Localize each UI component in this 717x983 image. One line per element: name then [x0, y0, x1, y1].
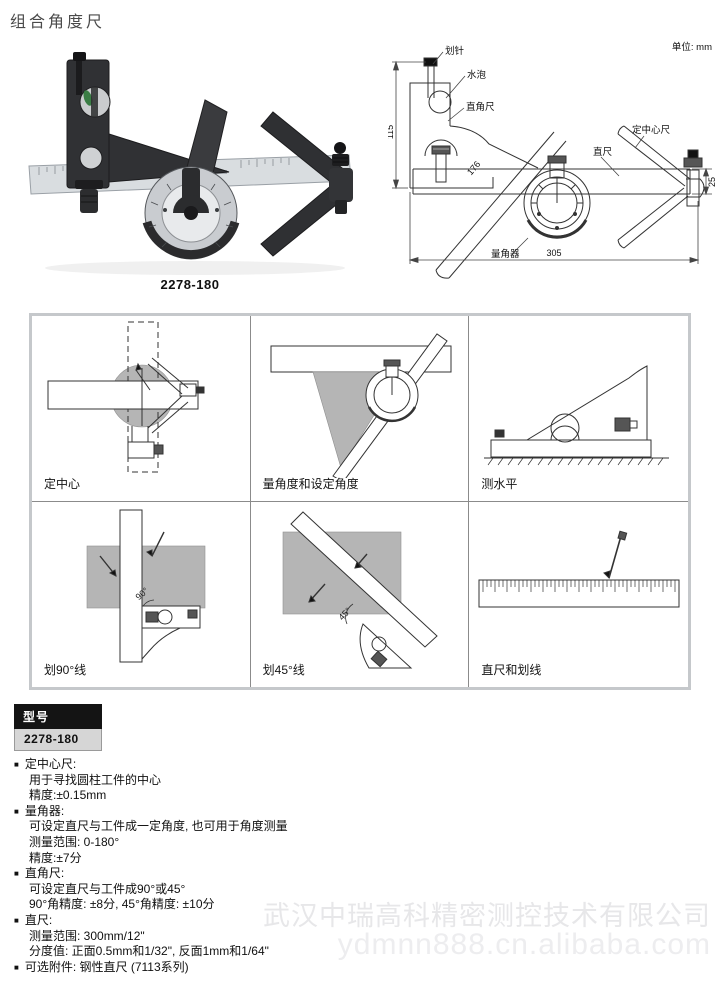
dim-305: 305: [546, 248, 561, 258]
model-table: 型号 2278-180: [14, 704, 102, 751]
scriber-label: 划针: [445, 45, 465, 57]
watermark-company: 武汉中瑞高科精密测控技术有限公司: [263, 901, 711, 931]
spec-item: 可设定直尺与工件成一定角度, 也可用于角度测量: [29, 819, 288, 834]
model-table-header: 型号: [14, 704, 102, 729]
usage-grid: 定中心 量角度和设定角度: [29, 313, 691, 690]
spec-item: 90°角精度: ±8分, 45°角精度: ±10分: [29, 897, 215, 912]
center-head-label: 定中心尺: [632, 124, 671, 136]
watermark-url: ydmnn888.cn.alibaba.com: [337, 928, 711, 961]
protractor-head-photo: [142, 99, 240, 260]
scribe-90-illustration: 90°: [86, 509, 206, 662]
usage-panel-center-finding: 定中心: [32, 316, 251, 502]
level-check-illustration: [484, 365, 670, 466]
rule-label: 直尺: [593, 146, 613, 158]
usage-caption-rule-scribe: 直尺和划线: [481, 663, 542, 677]
unit-label: 单位: mm: [672, 41, 712, 53]
dim-176: 176: [465, 159, 482, 177]
spec-item: 可选附件: 钢性直尺 (7113系列): [14, 960, 288, 976]
center-head-photo: [260, 111, 353, 257]
scribe-45-illustration: 45°: [282, 510, 438, 668]
spec-item: 测量范围: 300mm/12": [29, 928, 145, 943]
spec-item: 精度:±0.15mm: [29, 788, 107, 803]
spec-item: 分度值: 正面0.5mm和1/32", 反面1mm和1/64": [29, 944, 269, 959]
technical-diagram: 单位: mm: [388, 36, 717, 304]
spec-item: 可设定直尺与工件成90°或45°: [29, 881, 186, 896]
spec-item: 用于寻找圆柱工件的中心: [29, 772, 162, 787]
spec-item: 量角器:: [14, 804, 288, 820]
usage-caption-angle-measure: 量角度和设定角度: [262, 476, 359, 491]
spec-item: 直尺:: [14, 913, 288, 929]
page-title: 组合角度尺: [10, 14, 106, 31]
product-photo-illustration: [28, 52, 353, 275]
vial-label: 水泡: [467, 69, 487, 81]
usage-caption-scribe-45: 划45°线: [262, 663, 305, 677]
usage-panel-rule-scribe: 直尺和划线: [469, 501, 688, 687]
usage-caption-center-finding: 定中心: [44, 476, 81, 491]
dim-115: 115: [388, 125, 395, 139]
product-model-label: 2278-180: [160, 277, 220, 292]
angle-measure-illustration: [270, 333, 452, 478]
square-head-label: 直角尺: [466, 101, 495, 113]
usage-panel-scribe-90: 90° 划90°线: [32, 501, 251, 687]
rule-scribe-illustration: [478, 530, 680, 607]
model-table-value: 2278-180: [14, 729, 102, 751]
usage-panel-angle-measure: 量角度和设定角度: [250, 316, 470, 502]
spec-item: 定中心尺:: [14, 757, 288, 773]
spec-item: 精度:±7分: [29, 850, 82, 865]
usage-panel-level-check: 测水平: [469, 316, 688, 502]
protractor-label: 量角器: [491, 248, 520, 260]
center-finding-illustration: [47, 321, 205, 473]
usage-panel-scribe-45: 45° 划45°线: [250, 501, 470, 687]
usage-caption-level-check: 测水平: [481, 476, 518, 491]
spec-item: 直角尺:: [14, 866, 288, 882]
dim-25: 25: [707, 177, 717, 187]
product-photo: [15, 50, 393, 278]
usage-caption-scribe-90: 划90°线: [44, 663, 87, 677]
spec-list: 定中心尺: 用于寻找圆柱工件的中心 精度:±0.15mm 量角器: 可设定直尺与…: [14, 757, 288, 975]
spec-item: 测量范围: 0-180°: [29, 834, 120, 849]
